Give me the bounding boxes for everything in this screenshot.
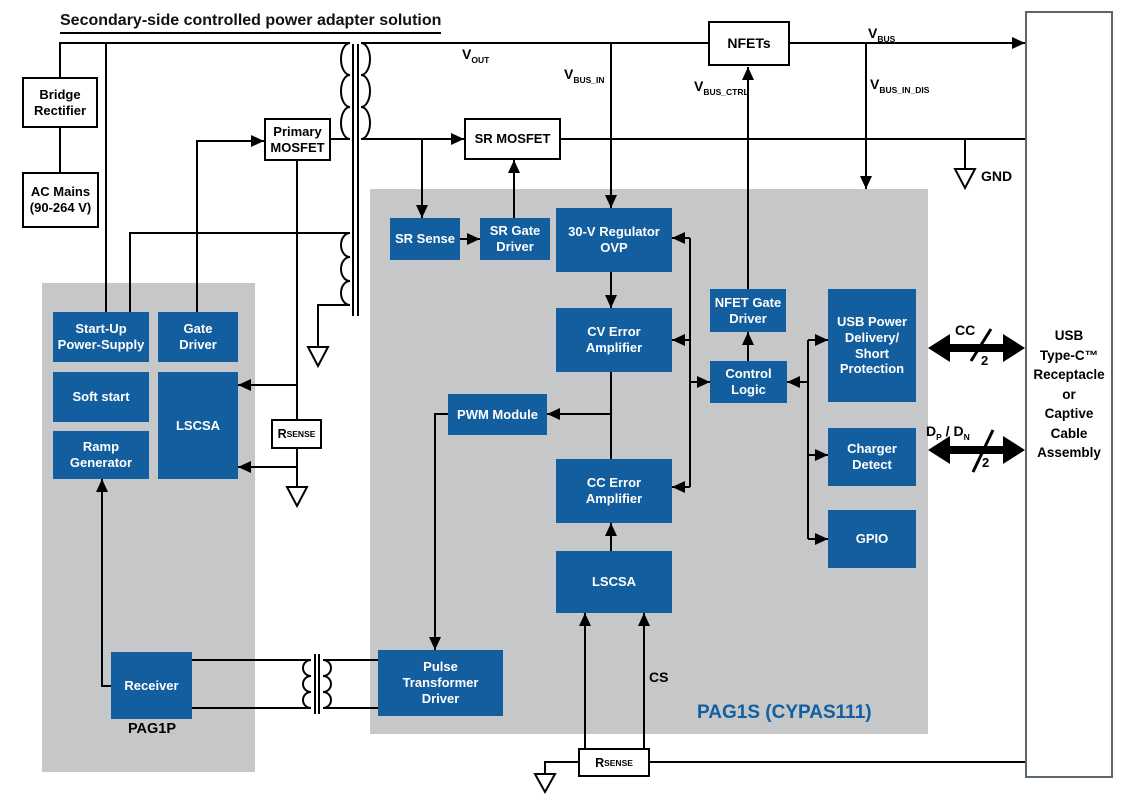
cv-error-amplifier-block: CV Error Amplifier	[556, 308, 672, 372]
pwm-module-block: PWM Module	[448, 394, 547, 435]
cc-bus-label: CC	[955, 322, 976, 338]
bridge-rectifier-block: Bridge Rectifier	[22, 77, 98, 128]
cc-bus-arrow	[928, 334, 1025, 362]
soft-start-block: Soft start	[53, 372, 149, 422]
aux-winding	[317, 232, 351, 347]
gnd-label: GND	[981, 168, 1013, 184]
vbus-in-dis-label: VBUS_IN_DIS	[870, 76, 930, 95]
pag1p-lscsa-block: LSCSA	[158, 372, 238, 479]
pag1s-lscsa-block: LSCSA	[556, 551, 672, 613]
pulse-transformer	[302, 654, 332, 714]
sr-mosfet-block: SR MOSFET	[464, 118, 561, 160]
pulse-transformer-driver-block: Pulse Transformer Driver	[378, 650, 503, 716]
startup-power-supply-block: Start-Up Power-Supply	[53, 312, 149, 362]
usb-type-c-connector: USB Type-C™ Receptacle or Captive Cable …	[1025, 11, 1113, 778]
bus-width-slashes	[969, 328, 995, 473]
gnd-icon	[306, 346, 330, 369]
nfet-gate-driver-block: NFET Gate Driver	[710, 289, 786, 332]
cs-label: CS	[649, 669, 669, 685]
primary-mosfet-block: Primary MOSFET	[264, 118, 331, 161]
cc-bus-width: 2	[981, 353, 989, 368]
control-logic-block: Control Logic	[710, 361, 787, 403]
receiver-block: Receiver	[111, 652, 192, 719]
cc-error-amplifier-block: CC Error Amplifier	[556, 459, 672, 523]
bus-arrows	[928, 334, 1025, 464]
secondary-winding	[360, 42, 464, 145]
usb-power-delivery-block: USB Power Delivery/ Short Protection	[828, 289, 916, 402]
ac-mains-block: AC Mains (90-264 V)	[22, 172, 99, 228]
nfets-block: NFETs	[708, 21, 790, 66]
regulator-ovp-block: 30-V Regulator OVP	[556, 208, 672, 272]
dpdn-bus-width: 2	[982, 455, 990, 470]
diagram-title: Secondary-side controlled power adapter …	[60, 12, 442, 34]
pag1s-label: PAG1S (CYPAS111)	[697, 702, 872, 723]
gpio-block: GPIO	[828, 510, 916, 568]
pag1p-label: PAG1P	[127, 721, 177, 737]
vbus-ctrl-label: VBUS_CTRL	[694, 78, 749, 97]
pt-right-winding	[322, 659, 332, 709]
charger-detect-block: Charger Detect	[828, 428, 916, 486]
sr-sense-block: SR Sense	[390, 218, 460, 260]
pt-left-winding	[302, 659, 312, 709]
gnd-icon	[953, 168, 977, 191]
sr-gate-driver-block: SR Gate Driver	[480, 218, 550, 260]
vbus-label: VBUS	[868, 25, 896, 44]
vout-label: VOUT	[462, 46, 490, 65]
vbus-in-label: VBUS_IN	[564, 66, 605, 85]
gnd-icon	[533, 773, 557, 795]
primary-winding	[331, 42, 351, 140]
ramp-generator-block: Ramp Generator	[53, 431, 149, 479]
gate-driver-block: Gate Driver	[158, 312, 238, 362]
gnd-icon	[285, 486, 309, 509]
dpdn-bus-label: DP / DN	[926, 423, 970, 442]
